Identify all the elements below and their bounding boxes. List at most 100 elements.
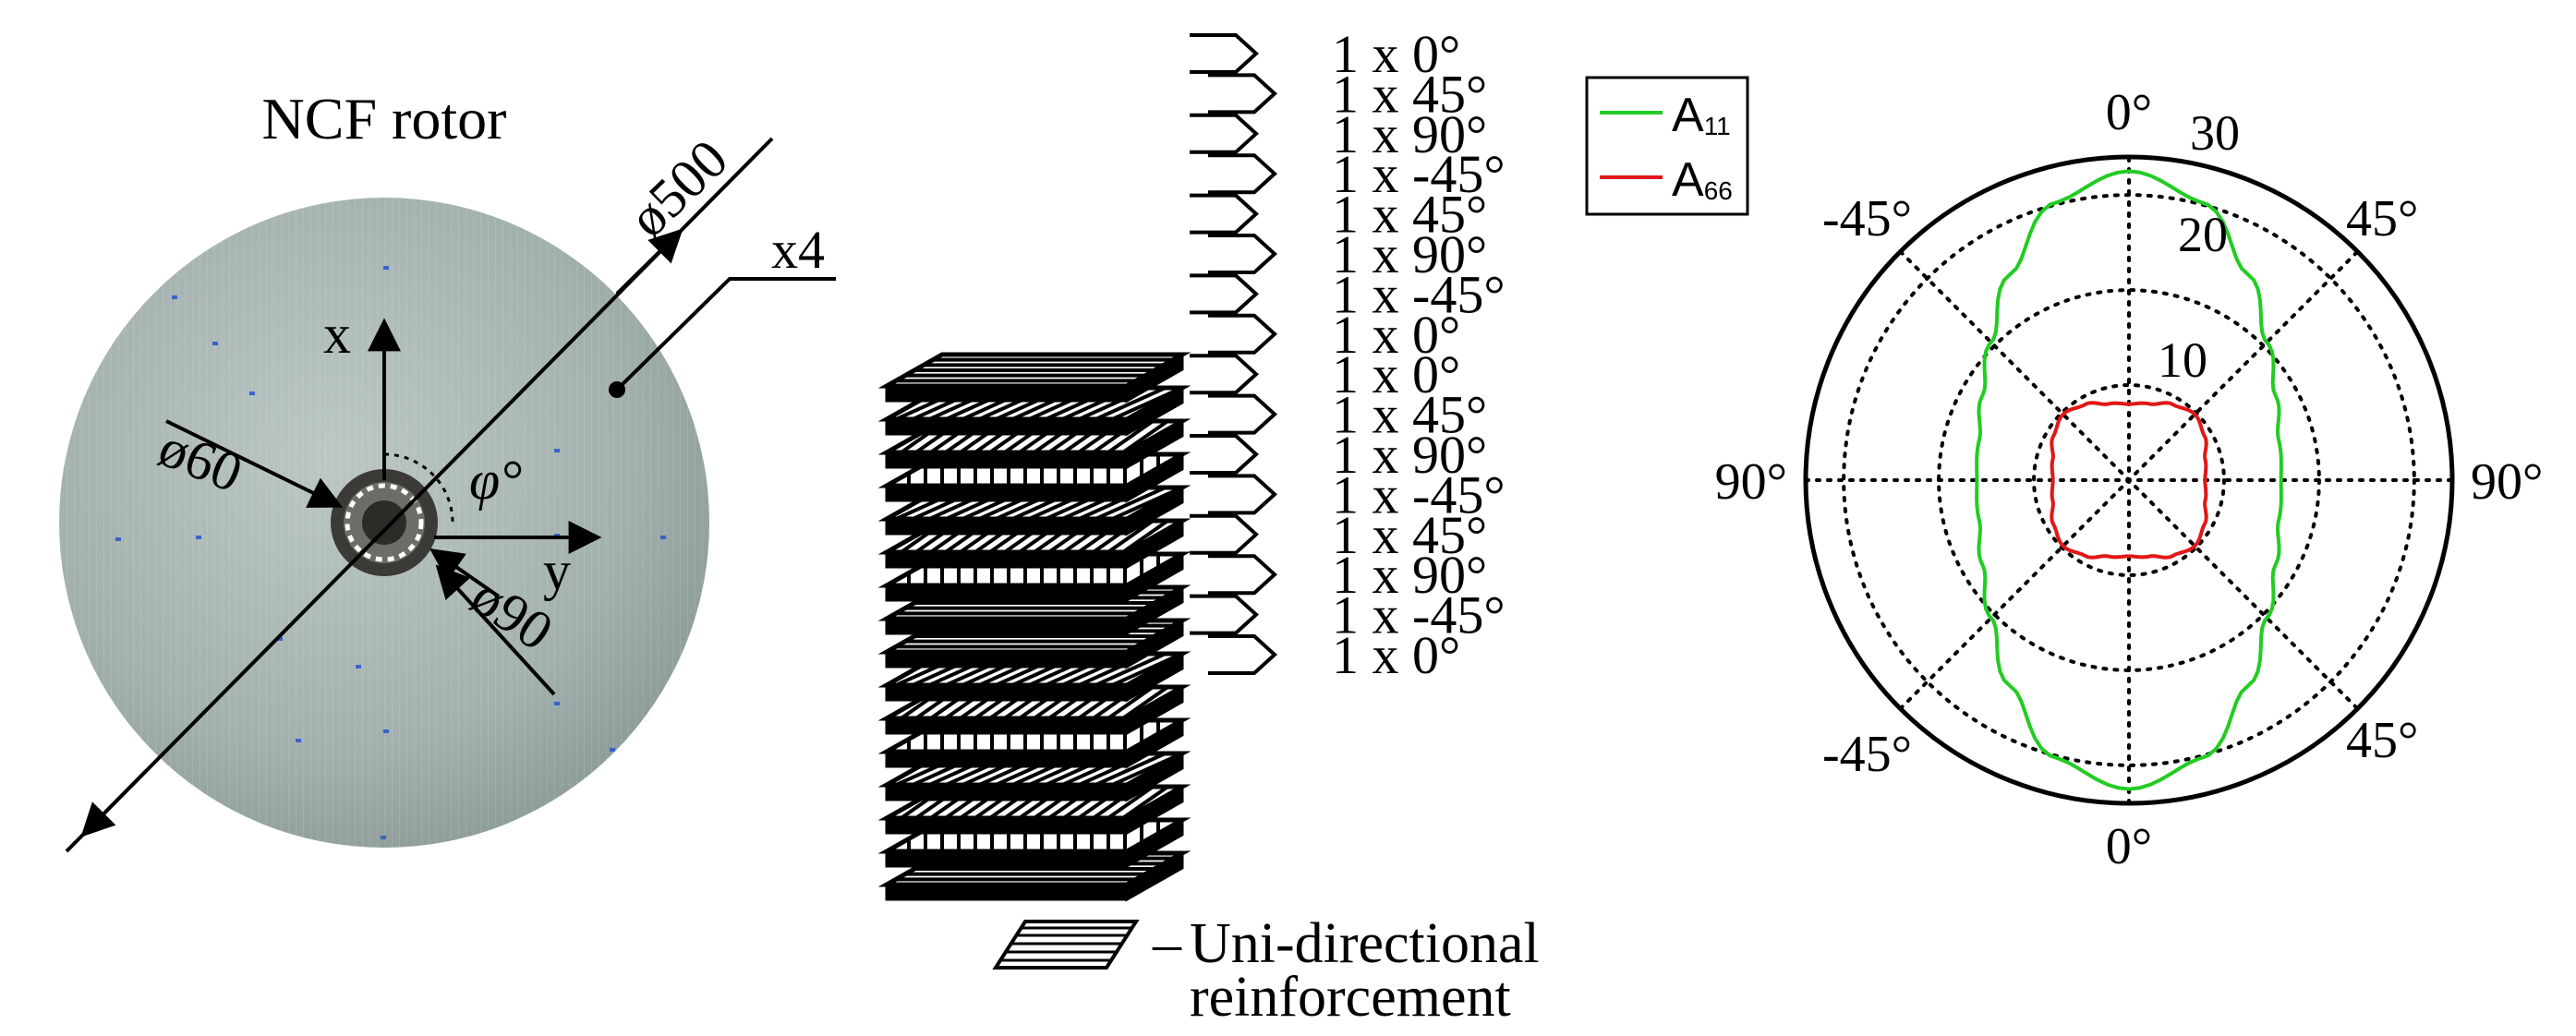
ply-label-16: 1 x 0° <box>1332 625 1460 685</box>
ply-side <box>1125 551 1184 603</box>
angle-label-top-right: 45° <box>2346 190 2418 247</box>
ply-label-12: 1 x -45° <box>1332 464 1506 524</box>
ply-side <box>1125 584 1184 636</box>
angle-arc <box>383 452 454 524</box>
ply-label-14: 1 x 90° <box>1332 545 1487 605</box>
polar-legend-box <box>1585 76 1749 216</box>
ply-brackets: 1 x 0°1 x -45°1 x 90°1 x 45°1 x -45°1 x … <box>1190 24 1506 685</box>
ply-front <box>885 849 1129 868</box>
ply-brace-1 <box>1190 33 1259 74</box>
dim-outer-label: ø500 <box>617 128 739 249</box>
ply-label-11: 1 x 90° <box>1332 425 1487 485</box>
ply-brace-9 <box>1190 354 1259 395</box>
ply-label-4: 1 x -45° <box>1332 144 1506 204</box>
ply-front <box>885 816 1129 835</box>
ply-brace-3 <box>1190 113 1259 154</box>
ply-stack <box>877 352 1191 902</box>
ply-label-2: 1 x 45° <box>1332 64 1487 124</box>
ply-side <box>1125 618 1184 669</box>
ud-legend: – Uni-directional reinforcement <box>992 912 1540 1029</box>
ply-front <box>885 517 1129 536</box>
angle-label: φ° <box>469 450 522 511</box>
angle-label-bottom-left: -45° <box>1822 726 1912 783</box>
ply-label-3: 1 x 90° <box>1332 104 1487 164</box>
ply-brace-12 <box>1208 474 1277 515</box>
ply-side <box>1125 684 1184 736</box>
ply-hatching <box>891 357 1178 383</box>
ply-front <box>885 617 1129 635</box>
angle-label-bottom: 0° <box>2106 818 2152 875</box>
rotor-hub-dashed-circle <box>345 483 424 562</box>
ply-side <box>1125 418 1184 470</box>
polar-legend: A11 A66 <box>1585 76 1749 216</box>
ply-2 <box>877 385 1191 437</box>
ud-legend-hatching <box>1001 926 1132 962</box>
ply-front <box>885 883 1129 901</box>
rotor-hub-center <box>362 500 406 545</box>
ply-side <box>1125 651 1184 703</box>
polar-panel: 0° 0° 90° 90° -45° 45° -45° 45° 10 20 30… <box>1585 76 2543 875</box>
r-tick-10: 10 <box>2158 332 2207 388</box>
ply-brace-4 <box>1208 153 1277 195</box>
ply-front <box>885 550 1129 569</box>
diameter-arrow-bottom <box>80 769 148 837</box>
ply-brace-14 <box>1208 554 1277 596</box>
ply-front <box>885 451 1129 469</box>
ply-front <box>885 783 1129 801</box>
dim-inner2-arrow-2 <box>429 548 501 598</box>
y-axis-label: y <box>543 540 571 601</box>
polar-spoke-135 <box>1898 249 2360 711</box>
ply-brace-16 <box>1208 634 1277 675</box>
ply-label-9: 1 x 0° <box>1332 344 1460 404</box>
ply-side <box>1125 352 1184 404</box>
ply-front <box>885 683 1129 702</box>
angle-label-left: 90° <box>1715 453 1787 511</box>
ply-brace-5 <box>1190 193 1259 235</box>
legend-label-a66: A66 <box>1672 153 1733 207</box>
rotor-title: NCF rotor <box>262 86 507 151</box>
ply-brace-2 <box>1208 73 1277 114</box>
ply-side <box>1125 751 1184 802</box>
ud-legend-dash: – <box>1152 912 1182 975</box>
ply-label-13: 1 x 45° <box>1332 505 1487 565</box>
angle-label-right: 90° <box>2471 453 2543 511</box>
polar-outer-circle <box>1803 154 2455 806</box>
x-axis-label: x <box>323 304 351 365</box>
layup-panel: 1 x 0°1 x -45°1 x 90°1 x 45°1 x -45°1 x … <box>877 24 1540 1029</box>
polar-series <box>1975 169 2283 791</box>
r-tick-20: 20 <box>2178 207 2228 262</box>
ply-hatching <box>887 654 1182 685</box>
ply-brace-6 <box>1208 234 1277 274</box>
ply-label-5: 1 x 45° <box>1332 185 1487 245</box>
ply-label-15: 1 x -45° <box>1332 585 1506 645</box>
polar-ring-10 <box>2032 383 2226 577</box>
ply-label-6: 1 x 90° <box>1332 224 1487 284</box>
ply-side <box>1125 385 1184 437</box>
ud-legend-line1: Uni-directional <box>1190 912 1540 975</box>
ply-front <box>885 484 1129 502</box>
ply-brace-8 <box>1208 313 1277 355</box>
ply-side <box>1125 485 1184 536</box>
r-tick-30: 30 <box>2190 105 2240 161</box>
ply-side <box>1125 850 1184 902</box>
ply-hatching <box>887 753 1182 785</box>
ply-side <box>1125 717 1184 769</box>
dim-inner2-arrow <box>435 564 556 696</box>
polar-curve-a11 <box>1975 169 2283 791</box>
count-leader <box>615 277 836 392</box>
ply-front <box>885 584 1129 602</box>
ply-label-1: 1 x 0° <box>1332 24 1460 84</box>
ply-side <box>1125 817 1184 869</box>
ply-label-7: 1 x -45° <box>1332 264 1506 324</box>
ply-brace-10 <box>1208 393 1277 435</box>
ud-legend-line2: reinforcement <box>1190 966 1511 1029</box>
diameter-arrow-top <box>615 228 683 295</box>
ply-front <box>885 417 1129 436</box>
legend-label-a11: A11 <box>1672 89 1731 142</box>
ply-front <box>885 717 1129 735</box>
count-leader-dot <box>609 381 625 398</box>
count-label: x4 <box>771 220 825 280</box>
ply-hatching <box>890 820 1177 851</box>
rotor-panel: NCF rotor ø500 x4 x <box>59 86 836 853</box>
